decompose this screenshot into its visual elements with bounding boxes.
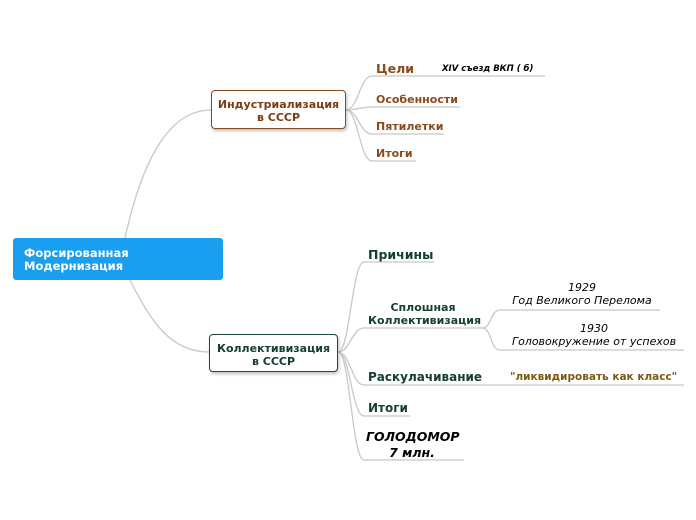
five-year-plans-node[interactable]: Пятилетки [376,120,444,133]
causes-node[interactable]: Причины [368,247,434,262]
goals-node[interactable]: Цели [376,61,414,76]
goal-note[interactable]: XIV съезд ВКП ( б) [442,64,534,74]
dekulakization-node[interactable]: Раскулачивание [368,370,483,384]
dekulakization-note[interactable]: "ликвидировать как класс" [510,371,678,383]
features-node[interactable]: Особенности [376,93,458,106]
industrialization-node[interactable]: Индустриализация в СССР [211,90,346,129]
note-1930[interactable]: 1930 Головокружение от успехов [511,322,677,348]
famine-node[interactable]: ГОЛОДОМОР 7 млн. [366,429,460,460]
collectivization-node[interactable]: Коллективизация в СССР [209,334,338,372]
mass-collectivization-node[interactable]: Сплошная Коллективизация [368,301,482,327]
root-node[interactable]: Форсированная Модернизация [13,238,223,280]
collectivization-results-node[interactable]: Итоги [368,401,408,415]
industrialization-results-node[interactable]: Итоги [376,147,413,160]
note-1929[interactable]: 1929 Год Великого Перелома [512,281,652,307]
